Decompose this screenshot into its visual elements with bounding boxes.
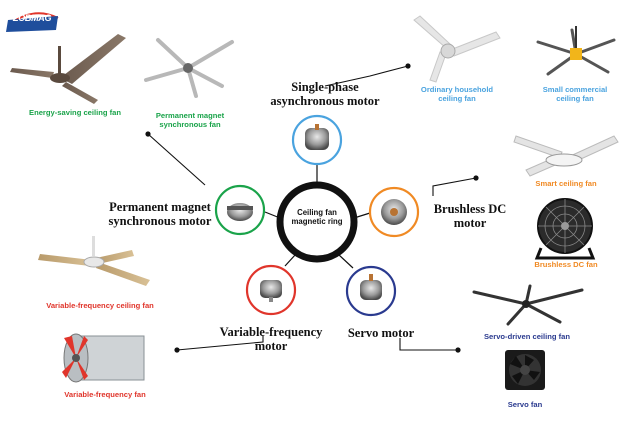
fan-label-pm-sync-line2: synchronous fan	[159, 119, 221, 129]
fan-label-pm-sync: Permanent magnet synchronous fan	[150, 111, 230, 129]
motor-label-single-phase-line2: asynchronous motor	[270, 94, 380, 109]
motor-label-pm-sync-line1: Permanent magnet	[109, 200, 211, 214]
fan-label-energy-saving: Energy-saving ceiling fan	[29, 108, 121, 117]
servo-ceiling-fan-image	[472, 284, 584, 326]
leader-bldc	[432, 177, 477, 196]
fan-label-vf-ceiling: Variable-frequency ceiling fan	[46, 301, 154, 310]
motor-circle-single-phase	[291, 114, 343, 166]
motor-label-pm-sync: Permanent magnet synchronous motor	[100, 200, 220, 229]
fan-label-ordinary-line1: Ordinary household	[420, 85, 494, 94]
vf-fan-image	[62, 333, 145, 383]
small-commercial-fan-image	[536, 26, 616, 76]
center-label-line2: magnetic ring	[291, 216, 343, 226]
bldc-fan-image	[534, 198, 596, 260]
leader-single-phase	[324, 65, 409, 87]
smart-fan-image	[513, 135, 619, 177]
ring-connectors	[264, 165, 371, 269]
ordinary-fan-image	[413, 15, 501, 83]
motor-circle-bldc	[368, 186, 420, 238]
motor-circle-vf	[245, 264, 297, 316]
leader-servo	[399, 338, 458, 351]
fan-label-servo-fan: Servo fan	[507, 400, 543, 409]
motor-label-bldc: Brushless DC motor	[428, 202, 512, 231]
motor-label-servo: Servo motor	[345, 326, 417, 340]
connector-left	[264, 211, 281, 219]
pm-sync-fan-image	[144, 38, 234, 98]
fan-label-ordinary-line2: ceiling fan	[438, 93, 476, 103]
motor-label-bldc-line2: motor	[453, 216, 487, 231]
motor-label-pm-sync-line2: synchronous motor	[108, 214, 212, 229]
center-label-line1: Ceiling fan	[297, 208, 337, 217]
motor-label-vf-line2: motor	[254, 339, 288, 354]
fan-label-smart: Smart ceiling fan	[535, 179, 597, 188]
fan-label-vf-fan: Variable-frequency fan	[64, 390, 146, 399]
fan-label-small-commercial: Small commercial ceiling fan	[530, 85, 620, 103]
leader-vf	[176, 336, 264, 351]
fan-label-small-commercial-line2: ceiling fan	[556, 93, 594, 103]
motor-label-servo-line1: Servo motor	[347, 326, 415, 340]
energy-saving-fan-image	[10, 34, 126, 104]
motor-circle-pm-sync	[214, 184, 266, 236]
center-label: Ceiling fan magnetic ring	[281, 208, 353, 227]
fan-label-servo-ceiling: Servo-driven ceiling fan	[483, 332, 571, 341]
fan-label-bldc: Brushless DC fan	[534, 260, 598, 269]
logo-text: ZOBMAG	[13, 13, 52, 23]
connector-bottom-right	[337, 253, 354, 269]
fan-label-small-commercial-line1: Small commercial	[542, 85, 608, 94]
servo-fan-image	[505, 350, 545, 390]
leader-dots	[145, 63, 479, 353]
fan-label-pm-sync-line1: Permanent magnet	[155, 111, 225, 120]
vf-ceiling-fan-image	[38, 236, 150, 286]
leader-lines	[147, 65, 477, 351]
motor-label-single-phase: Single-phase asynchronous motor	[260, 80, 390, 109]
motor-label-vf-line1: Variable-frequency	[219, 325, 323, 339]
motor-circle-servo	[345, 265, 397, 317]
connector-bottom-left	[284, 253, 297, 267]
connector-right	[353, 212, 371, 219]
motor-label-bldc-line1: Brushless DC	[433, 202, 507, 216]
motor-label-single-phase-line1: Single-phase	[291, 80, 359, 94]
motor-label-vf: Variable-frequency motor	[212, 325, 330, 354]
brand-logo	[6, 12, 59, 32]
fan-label-ordinary: Ordinary household ceiling fan	[412, 85, 502, 103]
leader-pm-sync	[147, 133, 206, 186]
